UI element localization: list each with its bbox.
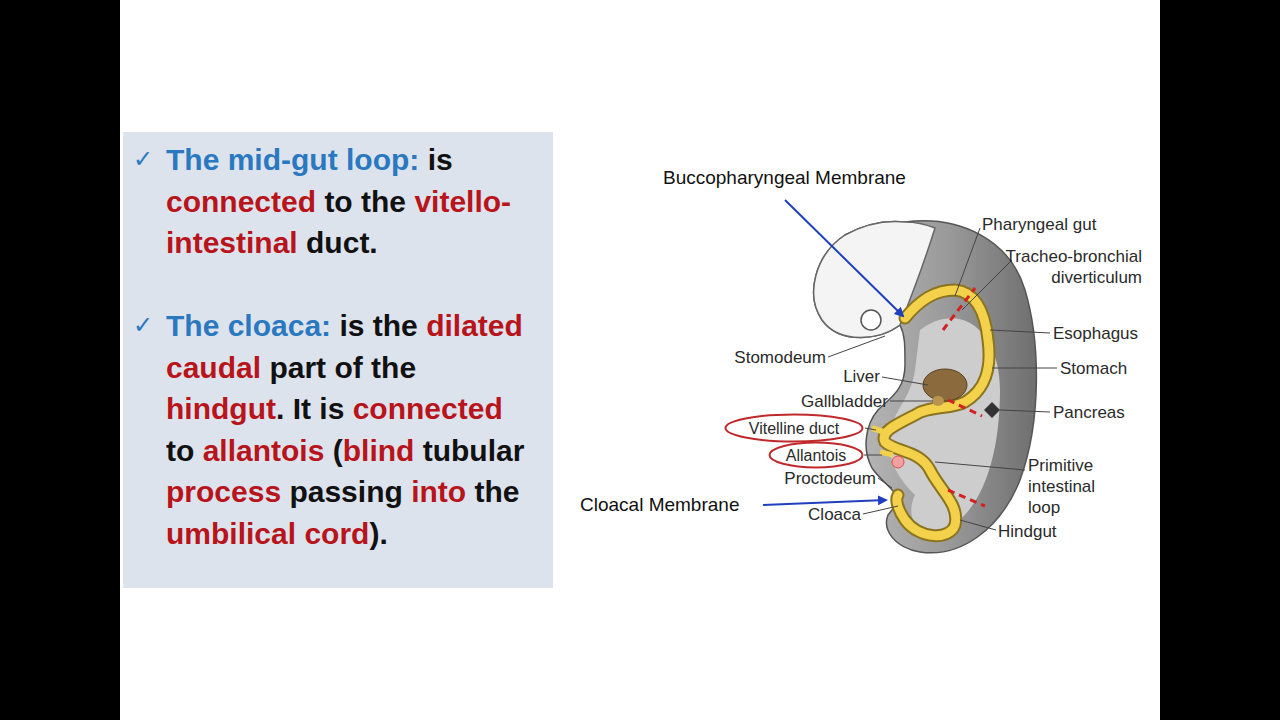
highlight-word: caudal <box>166 351 261 384</box>
punctuation: ( <box>333 434 343 467</box>
leader-line <box>865 428 876 430</box>
structure-label: Esophagus <box>1053 323 1163 344</box>
word: hindgut. <box>166 392 284 425</box>
gut-outline <box>884 290 989 536</box>
highlight-word: blind <box>343 434 415 467</box>
word: to <box>324 185 352 218</box>
word: is <box>428 143 453 176</box>
heading-word: mid-gut <box>228 143 338 176</box>
word: connected <box>166 185 316 218</box>
structure-label: Stomach <box>1060 358 1160 379</box>
structure-label: Proctodeum <box>736 468 876 489</box>
highlight-word: hindgut <box>166 392 276 425</box>
punctuation: . <box>276 392 284 425</box>
leader-line <box>992 368 1057 369</box>
structure-label: Buccopharyngeal Membrane <box>663 166 963 189</box>
word: process <box>166 475 281 508</box>
leader-line <box>828 336 885 357</box>
highlight-word: allantois <box>203 434 325 467</box>
leader-line <box>935 462 1025 470</box>
word: into <box>411 475 466 508</box>
structure-label: Allantois <box>768 445 864 466</box>
word: the <box>373 309 418 342</box>
highlight-word: into <box>411 475 466 508</box>
gallbladder <box>932 396 944 406</box>
word: the <box>371 351 416 384</box>
structure-label: Pharyngeal gut <box>982 214 1142 235</box>
word: tubular <box>423 434 525 467</box>
check-mark: ✓ <box>133 144 153 174</box>
heading-word: The <box>166 143 219 176</box>
word: cord). <box>304 517 387 550</box>
punctuation: ). <box>369 517 387 550</box>
highlight-word: process <box>166 475 281 508</box>
eye <box>861 310 881 330</box>
leader-line <box>955 228 980 296</box>
word: part <box>269 351 326 384</box>
boundary-line <box>948 400 982 416</box>
leader-line <box>1000 410 1050 412</box>
side-bar <box>1160 0 1280 720</box>
leader-line <box>990 330 1050 333</box>
word: allantois <box>203 434 325 467</box>
leader-line <box>882 377 928 385</box>
word: (blind <box>333 434 415 467</box>
side-bar <box>0 0 120 720</box>
heading-word: cloaca: <box>228 309 331 342</box>
word: is <box>319 392 344 425</box>
leader-line <box>960 520 996 530</box>
glow-dot <box>892 456 904 468</box>
boundary-line <box>943 288 975 330</box>
liver <box>923 369 967 401</box>
structure-label: Pancreas <box>1053 402 1153 423</box>
embryo-body <box>814 221 1037 553</box>
highlight-word: cord <box>304 517 369 550</box>
leader-line <box>863 506 898 514</box>
highlight-word: connected <box>166 185 316 218</box>
heading-word: The <box>166 309 219 342</box>
structure-label: Liver <box>800 366 880 387</box>
boundary-line <box>948 490 985 506</box>
structure-label: Primitive intestinal loop <box>1028 455 1128 518</box>
leader-line <box>962 260 1012 310</box>
word: to <box>166 434 194 467</box>
word: umbilical <box>166 517 296 550</box>
word: It <box>293 392 311 425</box>
structure-label: Cloaca <box>760 504 861 525</box>
highlight-word: umbilical <box>166 517 296 550</box>
leader-line <box>878 478 892 488</box>
structure-label: Tracheo-bronchial diverticulum <box>1000 246 1142 288</box>
text-panel: ✓ The mid-gut loop: is connected to the v… <box>123 132 553 588</box>
word: duct. <box>306 226 378 259</box>
check-mark: ✓ <box>133 310 153 340</box>
primitive-gut <box>884 290 989 536</box>
pointer-arrow <box>763 500 886 505</box>
embryo-head <box>814 222 935 338</box>
bullet-text: The mid-gut loop: is connected to the vi… <box>166 139 538 264</box>
structure-label: Cloacal Membrane <box>580 493 780 516</box>
structure-label: Vitelline duct <box>724 418 864 439</box>
leader-line <box>864 455 882 456</box>
word: the <box>474 475 519 508</box>
word: of <box>334 351 362 384</box>
bullet-text: The cloaca: is the dilated caudal part o… <box>166 305 538 554</box>
word: caudal <box>166 351 261 384</box>
structure-label: Hindgut <box>998 521 1098 542</box>
word: dilated <box>426 309 523 342</box>
highlight-word: connected <box>353 392 503 425</box>
circled-label: Vitelline duct <box>724 413 864 443</box>
structure-label: Stomodeum <box>700 347 826 368</box>
heading-word: loop: <box>346 143 419 176</box>
leader-line <box>890 401 933 402</box>
structure-label: Gallbladder <box>768 391 888 412</box>
word: is <box>339 309 364 342</box>
word: the <box>361 185 406 218</box>
word: connected <box>353 392 503 425</box>
pancreas <box>984 402 1000 418</box>
pointer-arrow <box>785 200 903 316</box>
circled-label: Allantois <box>768 441 864 469</box>
word: passing <box>289 475 402 508</box>
highlight-word: dilated <box>426 309 523 342</box>
